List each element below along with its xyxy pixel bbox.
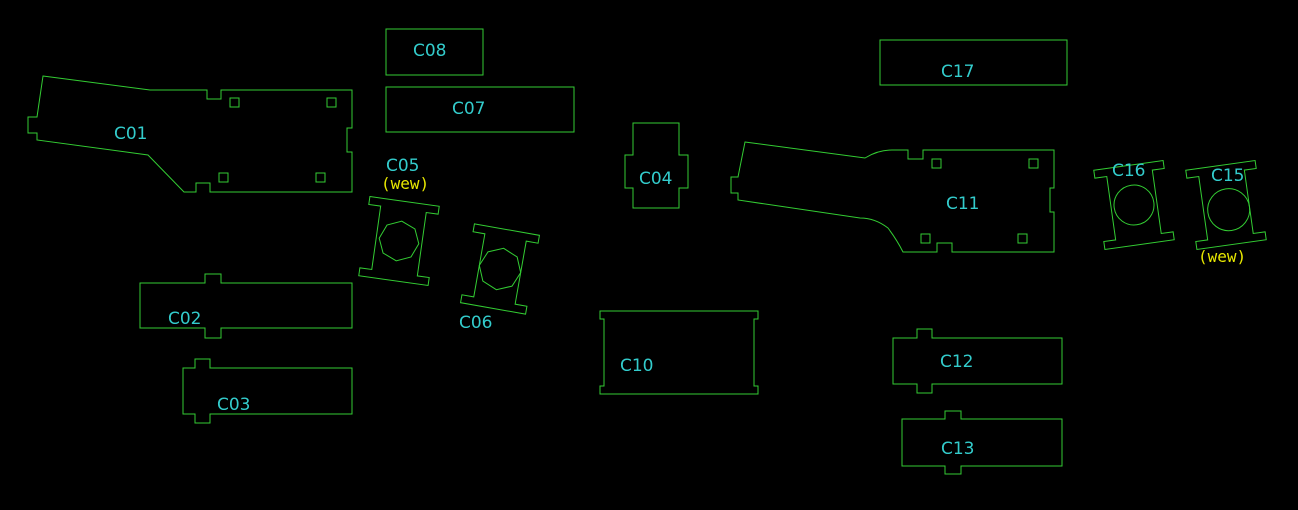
part-c13-outline: [901, 410, 1063, 475]
part-c16-label: C16: [1112, 161, 1146, 181]
part-c13-label: C13: [941, 439, 975, 459]
part-c13[interactable]: C13: [901, 410, 1063, 475]
part-c11-hole: [931, 158, 942, 169]
part-c16[interactable]: C16: [1093, 159, 1175, 251]
part-c08-label: C08: [413, 41, 447, 61]
part-c10-outline: [599, 310, 759, 395]
part-c08-outline: [385, 28, 484, 76]
part-c02[interactable]: C02: [139, 273, 353, 339]
part-c01-label: C01: [114, 124, 148, 144]
part-c05-label: C05: [386, 156, 420, 176]
part-c06[interactable]: C06: [459, 223, 541, 333]
part-c11[interactable]: C11: [730, 141, 1055, 253]
part-c10[interactable]: C10: [599, 310, 759, 395]
part-c04[interactable]: C04: [624, 122, 689, 209]
part-c15[interactable]: C15 (wew): [1185, 159, 1267, 266]
part-c17[interactable]: C17: [879, 39, 1068, 86]
part-c07-outline: [385, 86, 575, 133]
part-c03[interactable]: C03: [182, 358, 353, 424]
part-c01-outline: [27, 75, 353, 193]
part-c15-label: C15: [1211, 166, 1245, 186]
part-c16-outline: [1093, 159, 1175, 251]
part-c05-octagon: [378, 220, 420, 262]
part-c10-label: C10: [620, 356, 654, 376]
part-c08[interactable]: C08: [385, 28, 484, 76]
part-c01-hole: [229, 97, 240, 108]
part-c07-label: C07: [452, 99, 486, 119]
part-c05-annotation: (wew): [381, 174, 429, 193]
part-c17-outline: [879, 39, 1068, 86]
part-c12-label: C12: [940, 352, 974, 372]
part-c05[interactable]: C05 (wew): [358, 156, 440, 287]
part-c02-label: C02: [168, 309, 202, 329]
part-c01[interactable]: C01: [27, 75, 353, 193]
part-c02-outline: [139, 273, 353, 339]
part-c04-label: C04: [639, 169, 673, 189]
part-c17-label: C17: [941, 62, 975, 82]
part-c01-hole: [218, 172, 229, 183]
part-c11-hole: [920, 233, 931, 244]
part-c06-octagon: [478, 247, 522, 291]
part-c01-hole: [326, 97, 337, 108]
part-c06-outline: [459, 223, 541, 315]
part-c15-outline: [1185, 159, 1267, 251]
part-c12-outline: [892, 328, 1063, 394]
part-c12[interactable]: C12: [892, 328, 1063, 394]
part-c06-label: C06: [459, 313, 493, 333]
part-c03-label: C03: [217, 395, 251, 415]
part-c11-hole: [1028, 158, 1039, 169]
part-c11-label: C11: [946, 194, 980, 214]
part-c15-circle: [1207, 188, 1251, 232]
part-c05-outline: [358, 195, 440, 287]
part-c11-hole: [1017, 233, 1028, 244]
part-c11-outline: [730, 141, 1055, 253]
part-c04-outline: [624, 122, 689, 209]
part-c16-circle: [1113, 184, 1155, 226]
part-c01-hole: [315, 172, 326, 183]
part-c07[interactable]: C07: [385, 86, 575, 133]
part-c15-annotation: (wew): [1198, 247, 1246, 266]
part-c03-outline: [182, 358, 353, 424]
